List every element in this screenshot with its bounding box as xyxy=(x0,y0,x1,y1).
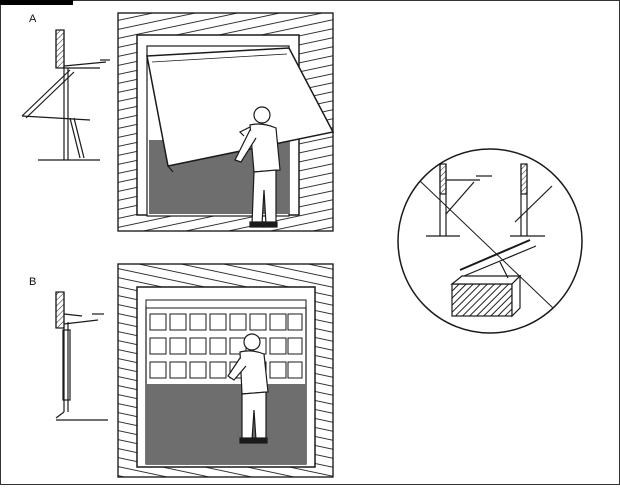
garage-scene-a xyxy=(117,12,335,232)
panel-a-label: A xyxy=(29,13,37,25)
crushed-box xyxy=(450,239,537,318)
side-view-b xyxy=(55,291,108,421)
person-a xyxy=(234,106,281,228)
door-panels-b xyxy=(149,313,303,379)
garage-scene-b xyxy=(117,263,334,478)
side-view-a xyxy=(21,29,110,161)
header-tab xyxy=(0,0,73,5)
person-b xyxy=(227,333,269,444)
panel-b-label: B xyxy=(29,276,37,288)
callout-circle xyxy=(397,148,583,334)
